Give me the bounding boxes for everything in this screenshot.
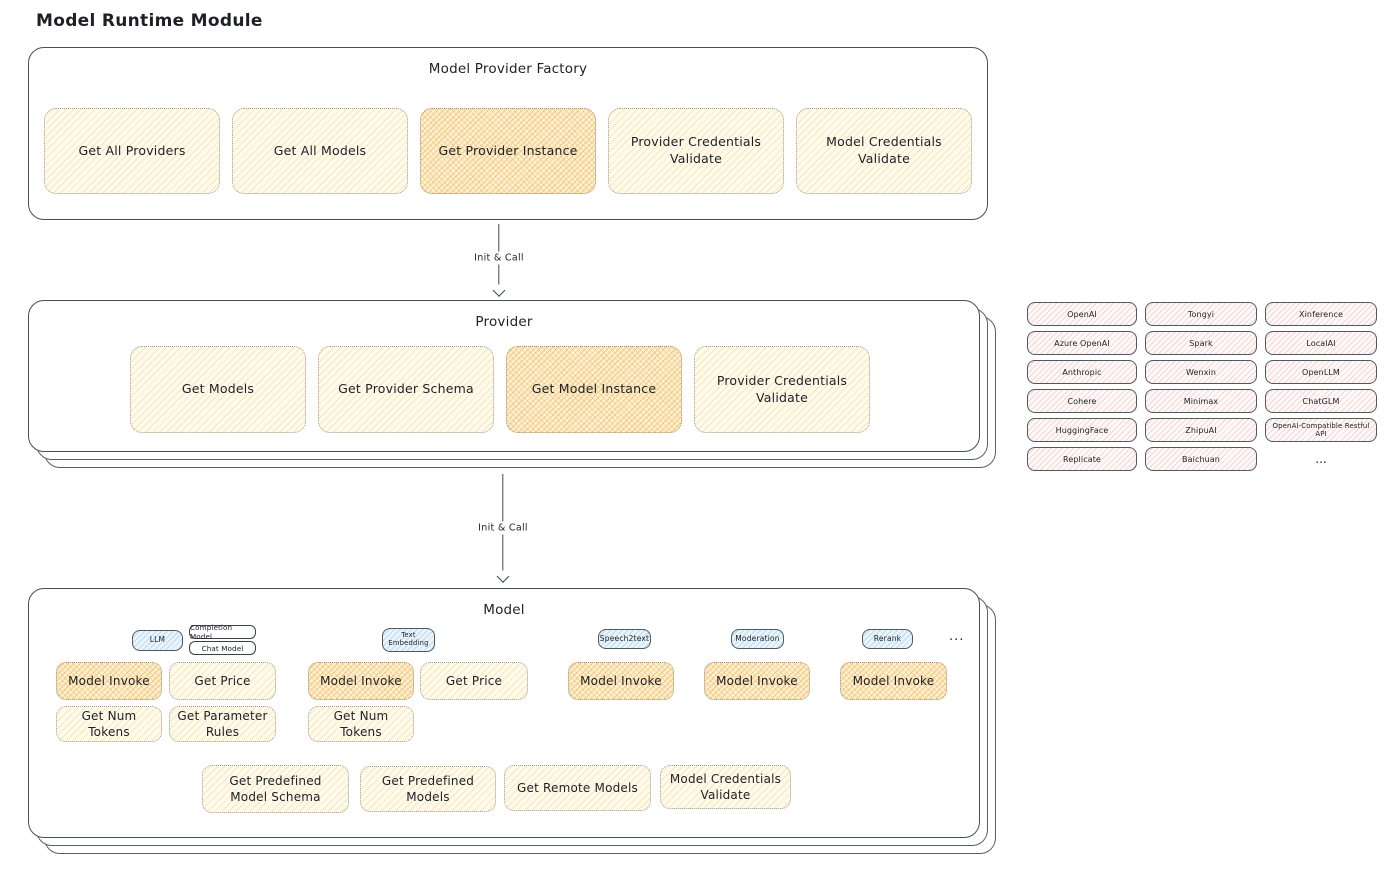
provider-replicate: Replicate xyxy=(1027,447,1137,471)
provider-openai: OpenAI xyxy=(1027,302,1137,326)
tab-text-embedding: Text Embedding xyxy=(382,628,435,652)
tab-llm: LLM xyxy=(132,630,183,651)
provider-chatglm: ChatGLM xyxy=(1265,389,1377,413)
provider-list-more: ... xyxy=(1315,452,1327,466)
node-get-predefined-model-schema: Get Predefined Model Schema xyxy=(202,765,349,813)
node-get-all-models: Get All Models xyxy=(232,108,408,194)
node-llm-get-num-tokens: Get Num Tokens xyxy=(56,706,162,742)
provider-spark: Spark xyxy=(1145,331,1257,355)
provider-minimax: Minimax xyxy=(1145,389,1257,413)
node-speech2text-model-invoke: Model Invoke xyxy=(568,662,674,700)
node-get-provider-schema: Get Provider Schema xyxy=(318,346,494,433)
node-embedding-model-invoke: Model Invoke xyxy=(308,662,414,700)
provider-title: Provider xyxy=(475,314,533,330)
model-title: Model xyxy=(483,602,525,618)
arrow-label: Init & Call xyxy=(470,251,528,265)
node-rerank-model-invoke: Model Invoke xyxy=(840,662,947,700)
node-get-predefined-models: Get Predefined Models xyxy=(360,766,496,812)
node-model-credentials-validate: Model Credentials Validate xyxy=(796,108,972,194)
provider-openai-compatible-restful-api: OpenAI-Compatible Restful API xyxy=(1265,418,1377,442)
provider-box: Provider Get Models Get Provider Schema … xyxy=(28,300,980,452)
provider-list: OpenAI Tongyi Xinference Azure OpenAI Sp… xyxy=(1027,302,1377,471)
tab-chat-model: Chat Model xyxy=(189,641,256,655)
provider-tongyi: Tongyi xyxy=(1145,302,1257,326)
tab-speech2text: Speech2text xyxy=(598,629,651,649)
provider-localai: LocalAI xyxy=(1265,331,1377,355)
node-provider-credentials-validate: Provider Credentials Validate xyxy=(608,108,784,194)
node-get-models: Get Models xyxy=(130,346,306,433)
arrow-head-icon xyxy=(492,284,506,297)
node-embedding-get-num-tokens: Get Num Tokens xyxy=(308,706,414,742)
node-model-credentials-validate-2: Model Credentials Validate xyxy=(660,765,791,809)
node-get-provider-instance: Get Provider Instance xyxy=(420,108,596,194)
tab-completion-model: Completion Model xyxy=(189,623,256,641)
provider-cohere: Cohere xyxy=(1027,389,1137,413)
model-provider-factory-box: Model Provider Factory Get All Providers… xyxy=(28,47,988,220)
provider-baichuan: Baichuan xyxy=(1145,447,1257,471)
node-get-model-instance: Get Model Instance xyxy=(506,346,682,433)
arrow-head-icon xyxy=(496,570,510,583)
node-get-all-providers: Get All Providers xyxy=(44,108,220,194)
node-llm-model-invoke: Model Invoke xyxy=(56,662,162,700)
node-embedding-get-price: Get Price xyxy=(420,662,528,700)
factory-title: Model Provider Factory xyxy=(428,61,588,77)
node-llm-get-price: Get Price xyxy=(169,662,276,700)
node-get-remote-models: Get Remote Models xyxy=(504,765,651,811)
provider-xinference: Xinference xyxy=(1265,302,1377,326)
tab-moderation: Moderation xyxy=(731,629,784,649)
node-moderation-model-invoke: Model Invoke xyxy=(704,662,810,700)
tab-rerank: Rerank xyxy=(862,629,913,649)
provider-huggingface: HuggingFace xyxy=(1027,418,1137,442)
node-llm-get-parameter-rules: Get Parameter Rules xyxy=(169,706,276,742)
diagram-title: Model Runtime Module xyxy=(36,11,263,31)
arrow-factory-to-provider: Init & Call xyxy=(470,224,528,297)
arrow-label: Init & Call xyxy=(474,521,532,535)
provider-zhipuai: ZhipuAI xyxy=(1145,418,1257,442)
arrow-provider-to-model: Init & Call xyxy=(474,474,532,583)
model-box: Model LLM Completion Model Chat Model Te… xyxy=(28,588,980,838)
provider-wenxin: Wenxin xyxy=(1145,360,1257,384)
provider-azure-openai: Azure OpenAI xyxy=(1027,331,1137,355)
provider-anthropic: Anthropic xyxy=(1027,360,1137,384)
provider-openllm: OpenLLM xyxy=(1265,360,1377,384)
tabs-more: ... xyxy=(949,629,965,644)
node-provider-credentials-validate-2: Provider Credentials Validate xyxy=(694,346,870,433)
